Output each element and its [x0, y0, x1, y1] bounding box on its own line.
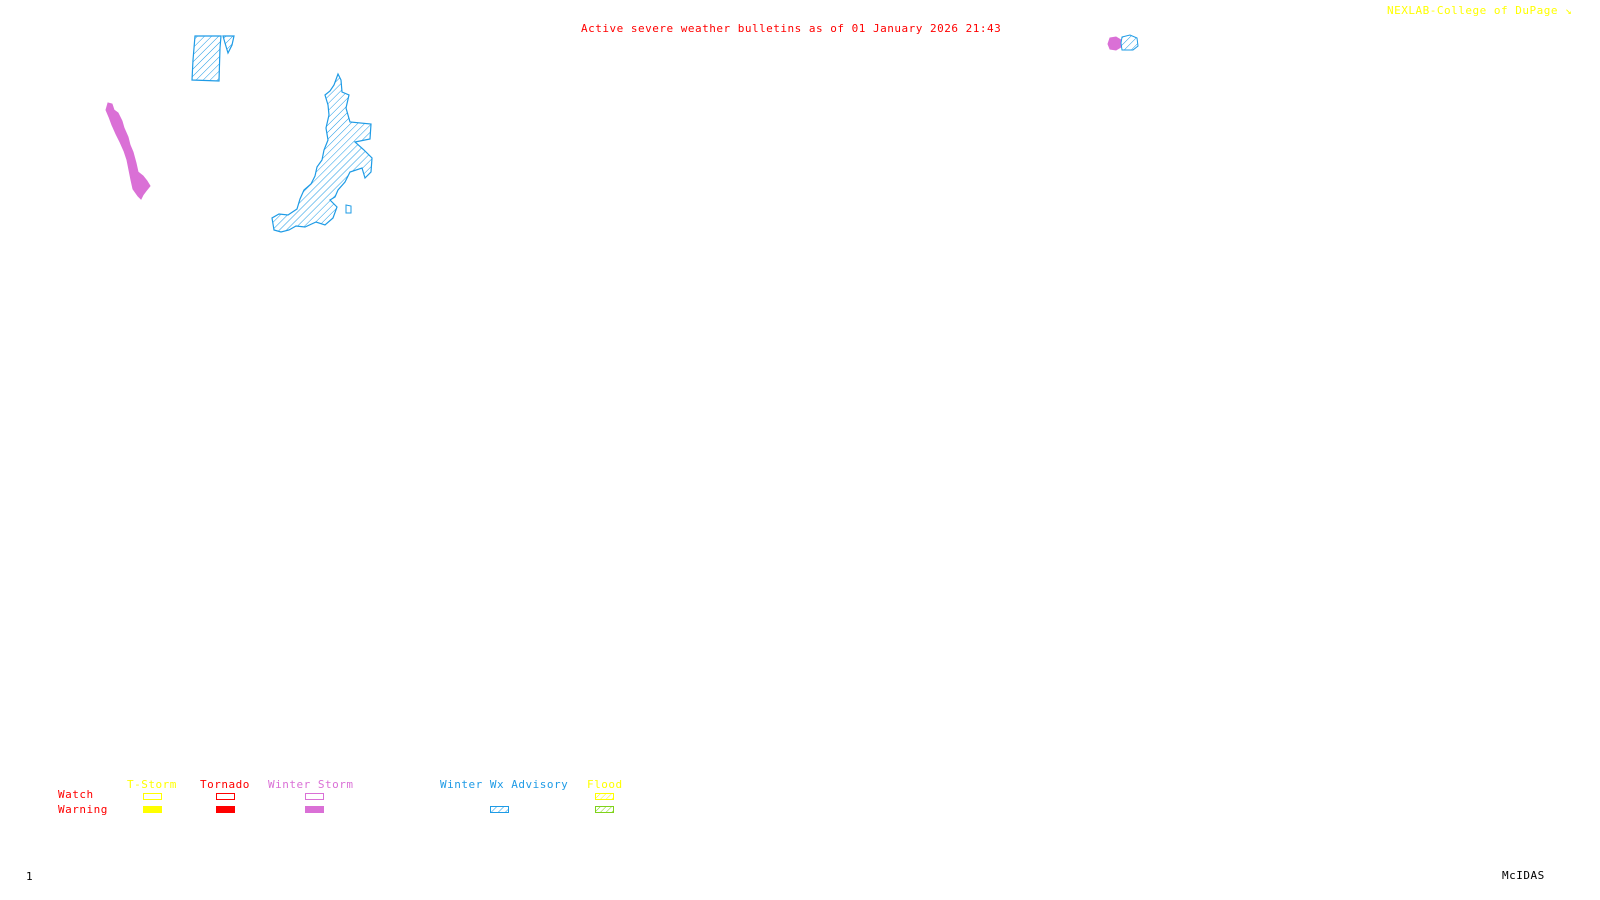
- software-label: McIDAS: [1502, 869, 1545, 882]
- winter-wx-advisory-region-central: [271, 72, 373, 233]
- tstorm-watch-swatch: [143, 793, 162, 800]
- cursor-icon: ↘: [1565, 4, 1573, 17]
- legend-row-watch: Watch: [58, 788, 94, 801]
- winter-wx-advisory-swatch: [490, 806, 509, 813]
- tstorm-warning-swatch: [143, 806, 162, 813]
- winter-wx-advisory-region-island: [345, 204, 352, 214]
- legend-label-flood: Flood: [587, 778, 623, 791]
- winter-storm-watch-swatch: [305, 793, 324, 800]
- winter-storm-warning-swatch: [305, 806, 324, 813]
- winter-storm-warning-region-west: [105, 102, 151, 200]
- winter-wx-advisory-region-northeast: [1120, 34, 1139, 51]
- credit-text: NEXLAB-College of DuPage ↘: [1387, 5, 1572, 17]
- legend-label-winter-storm: Winter Storm: [268, 778, 354, 791]
- bulletin-title: Active severe weather bulletins as of 01…: [581, 22, 1002, 35]
- winter-wx-advisory-region-north-triangle: [222, 35, 235, 55]
- frame-number: 1: [26, 870, 34, 883]
- credit-label: NEXLAB-College of DuPage: [1387, 4, 1558, 17]
- legend-label-winter-wx-advisory: Winter Wx Advisory: [440, 778, 569, 791]
- flood-warning-swatch: [595, 806, 614, 813]
- tornado-warning-swatch: [216, 806, 235, 813]
- legend-label-tornado: Tornado: [200, 778, 250, 791]
- winter-wx-advisory-region-north: [191, 35, 222, 82]
- tornado-watch-swatch: [216, 793, 235, 800]
- legend-label-tstorm: T-Storm: [127, 778, 177, 791]
- flood-watch-swatch: [595, 793, 614, 800]
- legend-row-warning: Warning: [58, 803, 108, 816]
- winter-storm-warning-region-northeast: [1107, 36, 1122, 51]
